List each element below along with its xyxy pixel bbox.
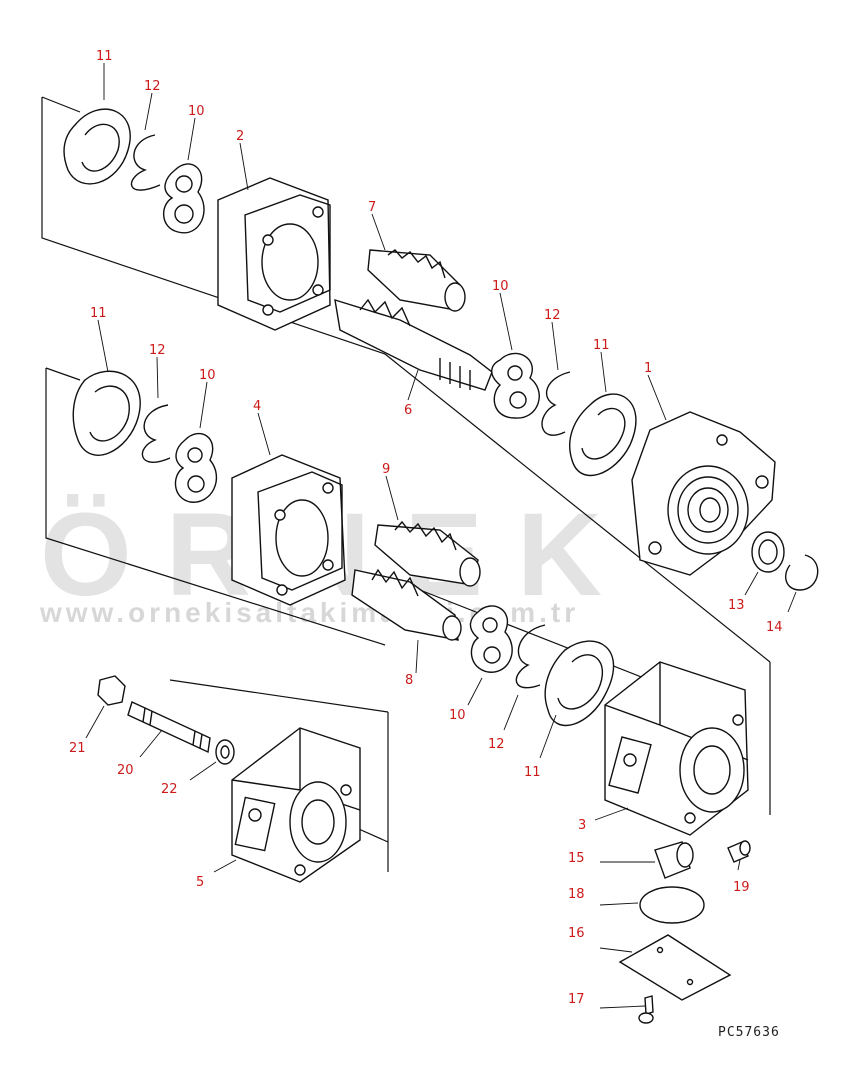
callout-4: 4 [253,399,261,414]
callout-1: 1 [644,361,652,376]
callout-12: 12 [149,343,166,358]
plate-10-mid [491,352,540,419]
backup-ring-12-middle [141,404,171,463]
o-ring-18 [639,886,705,924]
callout-labels: 11 12 10 2 7 10 12 11 1 6 11 12 10 4 9 1… [69,49,783,1007]
callout-8: 8 [405,673,413,688]
leader-lines [85,63,797,1009]
callout-11: 11 [90,306,107,321]
assembly-axis-lines [41,96,771,872]
seal-ring-11-mid [569,393,637,477]
callout-10: 10 [199,368,216,383]
backup-ring-12-upper [130,134,161,191]
gear-8 [351,568,462,641]
rivet-17 [638,995,654,1024]
callout-18: 18 [568,887,585,902]
callout-20: 20 [117,763,134,778]
drive-gear-7 [367,249,466,312]
rear-cover-3 [604,661,749,836]
callout-11: 11 [593,338,610,353]
callout-6: 6 [404,403,412,418]
driven-shaft-6 [334,298,493,391]
callout-14: 14 [766,620,783,635]
callout-10: 10 [188,104,205,119]
front-cover-1 [631,411,776,576]
washer-22 [215,739,235,765]
backup-ring-12-mid [541,371,571,436]
callout-7: 7 [368,200,376,215]
callout-11: 11 [96,49,113,64]
callout-3: 3 [578,818,586,833]
bushing-19 [727,840,751,863]
callout-2: 2 [236,129,244,144]
callout-5: 5 [196,875,204,890]
seal-ring-11-middle [72,370,141,456]
oil-seal-13 [751,531,785,573]
end-cover-5 [231,727,361,883]
gear-case-2 [217,177,331,331]
callout-10: 10 [492,279,509,294]
callout-15: 15 [568,851,585,866]
plate-10-middle [174,432,218,503]
nut-21 [97,675,126,706]
callout-12: 12 [144,79,161,94]
callout-9: 9 [382,462,390,477]
callout-21: 21 [69,741,86,756]
needle-bearing-15 [654,841,694,879]
callout-12: 12 [488,737,505,752]
plate-10-upper [163,163,205,234]
backup-ring-12-lower [515,624,546,689]
callout-16: 16 [568,926,585,941]
drawing-code: PC57636 [718,1025,780,1040]
gear-case-4 [231,454,346,606]
name-plate-16 [618,934,732,1001]
callout-10: 10 [449,708,466,723]
plate-10-lower [469,605,513,673]
seal-ring-11-upper [63,108,131,185]
gear-9 [374,520,481,587]
snap-ring-14 [784,554,819,591]
callout-12: 12 [544,308,561,323]
callout-22: 22 [161,782,178,797]
seal-ring-11-lower [544,640,615,727]
callout-11: 11 [524,765,541,780]
stud-bolt-20 [127,701,211,754]
callout-19: 19 [733,880,750,895]
callout-13: 13 [728,598,745,613]
callout-17: 17 [568,992,585,1007]
